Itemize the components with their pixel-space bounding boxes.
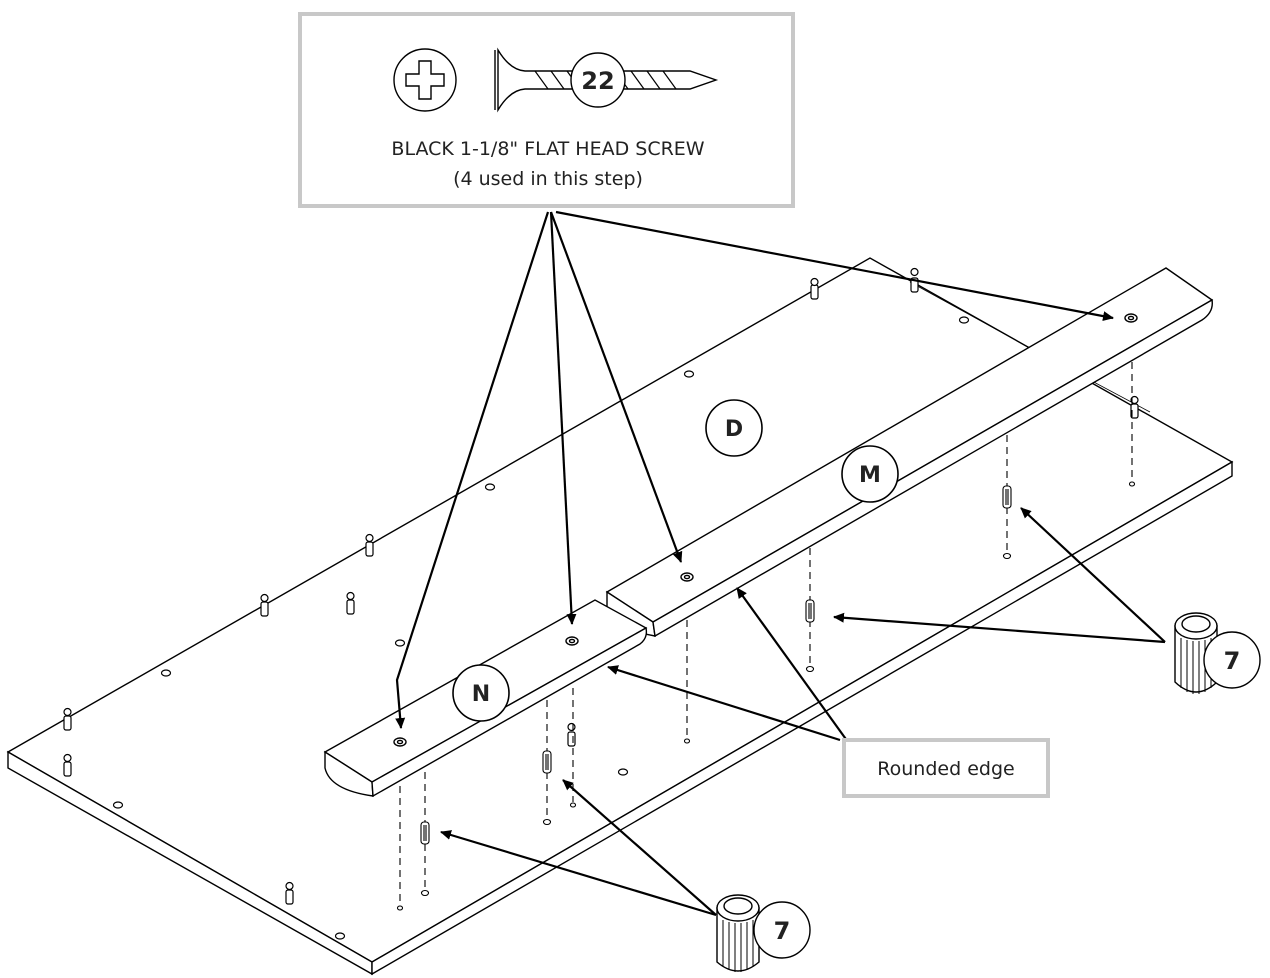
phillips-screw-icon xyxy=(393,48,457,112)
dowel xyxy=(1002,485,1012,509)
rounded-edge-box xyxy=(842,738,1050,798)
dowel-holes xyxy=(396,481,1136,911)
part-label-n: N xyxy=(452,664,510,722)
cam-pin xyxy=(810,277,819,300)
hardware-callout-box xyxy=(298,12,795,208)
screw-profile-icon xyxy=(494,47,719,113)
cam-pin xyxy=(63,707,72,731)
screw-arrows xyxy=(395,210,1114,729)
dowel-guide-lines xyxy=(399,362,1133,905)
cam-pin xyxy=(567,722,576,747)
dowel xyxy=(420,821,430,845)
dowel-part-number-bottom: 7 xyxy=(774,917,791,945)
cam-pin xyxy=(285,881,294,905)
screw-quantity: (4 used in this step) xyxy=(453,168,643,190)
svg-text:M: M xyxy=(859,463,881,488)
cam-pin xyxy=(260,593,269,617)
cam-pin xyxy=(346,591,355,615)
dowel-arrows xyxy=(440,507,1166,917)
panel-d-holes xyxy=(112,316,970,940)
screw-name: BLACK 1-1/8" FLAT HEAD SCREW xyxy=(391,138,704,160)
svg-text:N: N xyxy=(472,682,490,707)
hardware-callout: 22 BLACK 1-1/8" FLAT HEAD SCREW (4 used … xyxy=(298,12,795,208)
cam-pin xyxy=(1130,395,1139,419)
cam-pin xyxy=(365,533,374,557)
dowel-illustration-right xyxy=(1174,612,1261,694)
dowel-part-number-right: 7 xyxy=(1224,647,1241,675)
screw-part-number: 22 xyxy=(581,67,614,95)
dowel xyxy=(542,750,552,774)
part-label-d: D xyxy=(705,399,763,457)
cam-pin xyxy=(63,753,72,777)
panel-d-guide-lines xyxy=(909,281,1151,413)
rounded-edge-label: Rounded edge xyxy=(877,758,1014,780)
dowel xyxy=(805,599,815,623)
svg-text:D: D xyxy=(725,417,743,442)
small-dowels xyxy=(420,485,1012,845)
rounded-edge-callout: Rounded edge xyxy=(607,587,1050,798)
part-label-m: M xyxy=(841,445,899,503)
dowel-illustration-bottom xyxy=(716,894,811,972)
